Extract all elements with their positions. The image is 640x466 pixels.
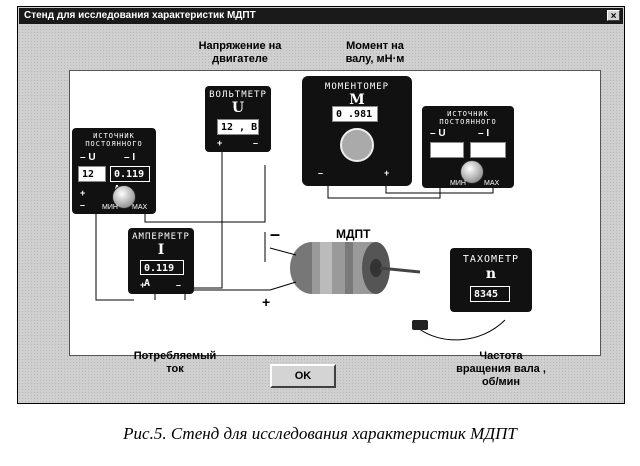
ammeter-title: АМПЕРМЕТР — [132, 232, 190, 242]
tachometer: ТАХОМЕТР n 8345 — [450, 248, 532, 312]
terminal-plus: + — [140, 280, 146, 290]
torquemeter-title: МОМЕНТОМЕР — [324, 82, 390, 92]
max-label: MAX — [484, 180, 500, 187]
terminal-minus: – — [80, 200, 86, 210]
torquemeter-symbol: M — [349, 92, 365, 108]
min-label: МИН — [102, 204, 118, 211]
max-label: MAX — [132, 204, 148, 211]
terminal-minus: – — [318, 168, 324, 178]
tacho-sensor — [412, 320, 428, 330]
min-label: МИН — [450, 180, 466, 187]
ok-button[interactable]: OK — [270, 364, 336, 388]
window-title: Стенд для исследования характеристик МДП… — [24, 10, 256, 21]
tachometer-display: 8345 — [470, 286, 510, 302]
ammeter-symbol: I — [157, 242, 165, 258]
motor-minus-label: – — [270, 224, 281, 244]
source1-current-display: 0.119 А — [110, 166, 150, 195]
source1-voltage-input[interactable]: 12 — [78, 166, 106, 182]
voltmeter: ВОЛЬТМЕТР U 12 , В + – — [205, 86, 271, 152]
terminal-minus: – — [176, 280, 182, 290]
source2-u-label: – U — [430, 128, 446, 139]
torquemeter-display: 0 .981 — [332, 106, 378, 122]
motor-label: МДПТ — [336, 227, 371, 241]
terminal-minus: – — [253, 138, 259, 148]
figure-caption: Рис.5. Стенд для исследования характерис… — [123, 424, 517, 443]
source1-i-label: – I — [124, 152, 136, 163]
terminal-plus: + — [80, 188, 86, 198]
voltmeter-display: 12 , В — [217, 119, 259, 135]
title-bar: Стенд для исследования характеристик МДП… — [19, 8, 623, 24]
source1-knob[interactable] — [112, 185, 136, 209]
torquemeter-coupling — [340, 128, 374, 162]
terminal-plus: + — [384, 168, 390, 178]
tachometer-title: ТАХОМЕТР — [462, 254, 520, 265]
source2-current-display — [470, 142, 506, 158]
terminal-plus: + — [217, 138, 223, 148]
close-button[interactable]: × — [607, 10, 620, 22]
motor-body — [269, 242, 421, 294]
torquemeter: МОМЕНТОМЕР M 0 .981 – + — [302, 76, 412, 186]
tachometer-symbol: n — [485, 266, 497, 282]
voltmeter-symbol: U — [231, 100, 245, 116]
ammeter: АМПЕРМЕТР I 0.119 А + – — [128, 228, 194, 294]
source2-voltage-input[interactable] — [430, 142, 464, 158]
ammeter-display: 0.119 А — [140, 260, 184, 289]
motor-plus-label: + — [262, 294, 271, 310]
source1-u-label: – U — [80, 152, 96, 163]
source2-i-label: – I — [478, 128, 490, 139]
source2-knob[interactable] — [460, 160, 484, 184]
voltmeter-title: ВОЛЬТМЕТР — [209, 90, 267, 100]
